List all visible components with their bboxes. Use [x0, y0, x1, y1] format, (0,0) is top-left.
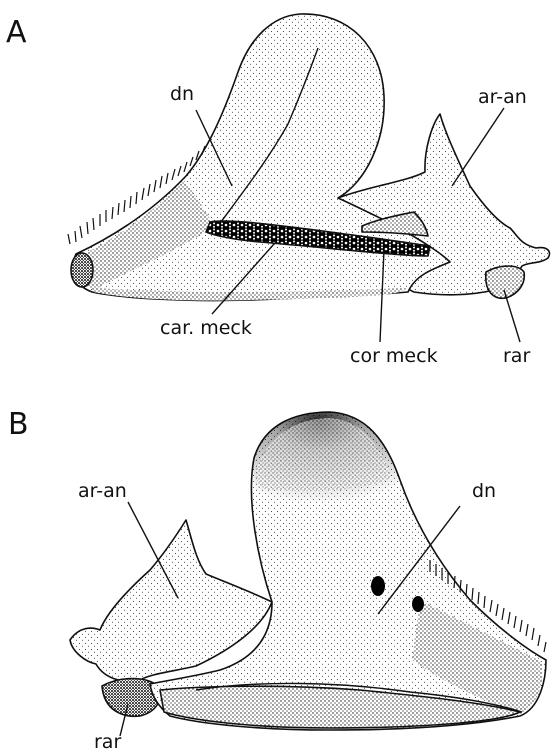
panel-a-label-ar-an: ar-an — [478, 86, 527, 108]
panel-a-label-dn: dn — [170, 83, 194, 105]
panel-a-letter: A — [6, 15, 27, 50]
panel-b-articular-angular — [70, 520, 272, 681]
panel-a-label-car-meck: car. meck — [160, 317, 252, 339]
panel-a-label-cor-meck: cor meck — [350, 345, 438, 367]
panel-b-letter: B — [8, 407, 29, 442]
panel-b-label-dn: dn — [472, 480, 496, 502]
panel-b: B ar-an dn rar — [8, 407, 546, 751]
panel-a-leader-rar — [504, 290, 520, 342]
panel-a-label-rar: rar — [503, 345, 530, 367]
panel-b-label-ar-an: ar-an — [78, 480, 127, 502]
panel-b-foramen-2 — [412, 596, 424, 612]
panel-a: A dn ar-an car. meck cor meck — [6, 14, 550, 367]
panel-b-foramen-1 — [371, 576, 385, 596]
panel-b-label-rar: rar — [94, 731, 121, 751]
panel-a-leader-ar-an — [452, 108, 504, 186]
panel-a-symphysis — [71, 253, 93, 287]
